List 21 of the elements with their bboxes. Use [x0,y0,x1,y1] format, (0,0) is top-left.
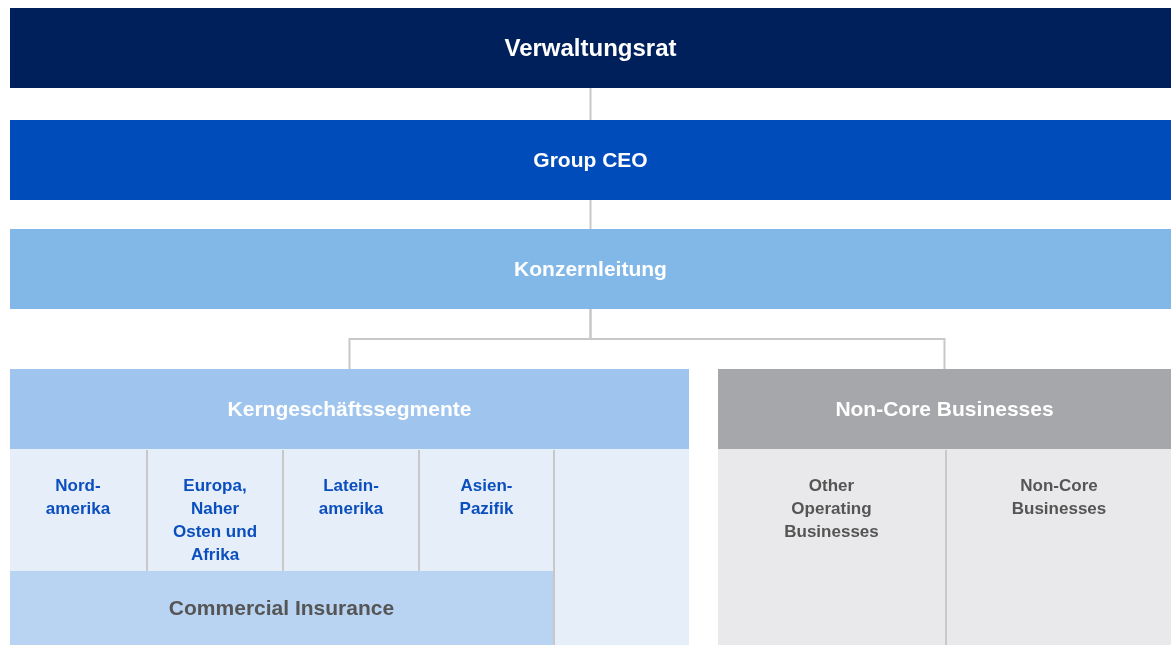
cell-label: Other Operating Businesses [783,475,880,543]
ceo-box [10,120,1171,200]
connector-line [589,308,946,370]
box-label: Group CEO [533,148,648,172]
cell-label: Latein- amerika [317,475,385,520]
panel-heading: Kerngeschäftssegmente [10,369,689,449]
board-box [10,8,1171,88]
box-label: Verwaltungsrat [504,34,677,62]
connector-line [589,199,592,230]
non-core-panel [718,369,1171,645]
panel-heading: Non-Core Businesses [718,369,1171,449]
connector-line [589,87,592,121]
cell-label: Nord- amerika [44,475,112,520]
box-label: Konzernleitung [514,257,667,281]
cell-label: Non-Core Businesses [1010,475,1108,520]
cell-label: Europa, Naher Osten und Afrika [172,475,258,566]
box-label: Commercial Insurance [168,596,395,620]
segment-panel [10,369,689,645]
cell-label: Asien- Pazifik [458,475,515,520]
management-box [10,229,1171,309]
commercial-box [10,571,553,645]
